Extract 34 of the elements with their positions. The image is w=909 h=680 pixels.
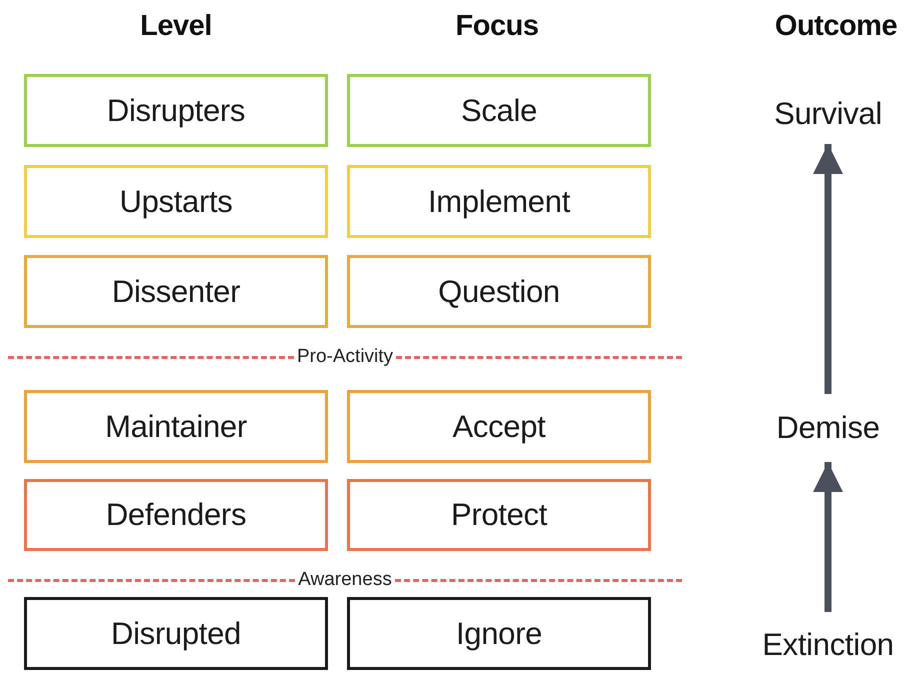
column-heading: Level <box>140 10 212 43</box>
level-box <box>24 390 328 463</box>
column-heading: Focus <box>456 10 538 43</box>
level-box <box>347 165 651 238</box>
level-box <box>24 597 328 670</box>
outcome-label: Extinction <box>753 612 903 678</box>
box-label: Disrupted <box>111 616 241 652</box>
divider-label: Awareness <box>297 569 393 591</box>
level-box <box>24 255 328 328</box>
level-box <box>347 74 651 147</box>
arrow <box>813 144 843 394</box>
box-label: Disrupters <box>106 92 246 128</box>
level-box <box>24 479 328 551</box>
box-label: Maintainer <box>105 408 247 444</box>
box-label: Scale <box>460 92 538 128</box>
box-label: Accept <box>452 408 546 444</box>
level-box <box>24 165 328 238</box>
level-box <box>347 597 651 670</box>
outcome-label: Demise <box>763 394 893 462</box>
box-label: Question <box>438 274 560 310</box>
box-label: Protect <box>450 497 548 533</box>
box-label: Dissenter <box>112 274 240 310</box>
box-label: Implement <box>428 184 570 220</box>
box-label: Upstarts <box>119 184 233 220</box>
level-box <box>24 74 328 147</box>
level-box <box>347 390 651 463</box>
divider-label: Pro-Activity <box>296 346 394 368</box>
arrow <box>813 462 843 612</box>
level-box <box>347 255 651 328</box>
box-label: Ignore <box>456 616 542 652</box>
box-label: Defenders <box>106 497 246 533</box>
outcome-label: Survival <box>763 84 893 144</box>
column-heading: Outcome <box>774 10 898 43</box>
level-box <box>347 479 651 551</box>
